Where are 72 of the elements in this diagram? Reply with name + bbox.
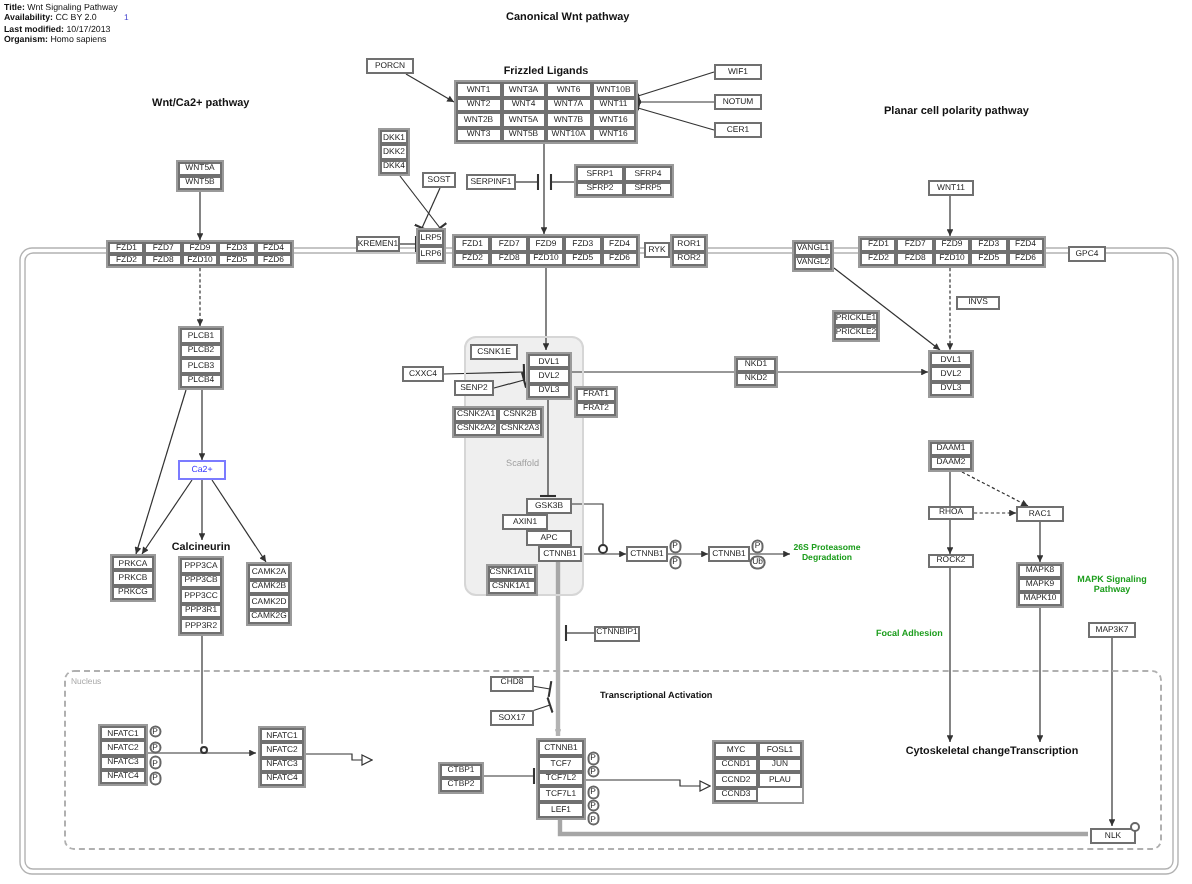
dashed-arrow <box>196 267 204 327</box>
arrow <box>554 560 562 736</box>
inhibition-line <box>634 99 715 131</box>
inhibition-line <box>515 172 540 192</box>
gene-group <box>574 164 674 198</box>
gene-group <box>98 724 148 786</box>
arrow <box>1108 637 1116 827</box>
inhibition-line <box>443 362 526 382</box>
connector-line <box>569 503 604 545</box>
gene-group <box>438 762 484 794</box>
gene-group <box>574 386 618 418</box>
gene-group <box>110 554 156 602</box>
inhibition-line <box>531 680 553 698</box>
gene-group <box>178 326 224 390</box>
gene-group <box>928 350 974 398</box>
inhibition-line <box>549 172 575 192</box>
arrow <box>833 267 941 351</box>
dashed-arrow <box>973 509 1017 517</box>
gene-group <box>246 562 292 626</box>
hollow-arrow <box>303 753 373 766</box>
arrow <box>141 479 193 555</box>
dashed-arrow <box>946 267 954 351</box>
arrow <box>405 73 455 103</box>
arrow <box>1036 521 1044 563</box>
arrow <box>145 749 257 757</box>
gene-group <box>734 356 778 388</box>
gene-group <box>176 160 224 192</box>
arrow <box>749 550 791 558</box>
arrow <box>542 267 550 351</box>
inhibition-line <box>634 71 715 105</box>
arrow <box>196 191 204 241</box>
arrow <box>1036 607 1044 743</box>
arrow <box>198 479 206 541</box>
gene-group <box>452 406 544 438</box>
arrow <box>946 567 954 743</box>
gene-group <box>526 352 572 400</box>
arrow <box>946 195 954 237</box>
dashed-arrow <box>961 471 1029 507</box>
gene-group <box>928 440 974 472</box>
arrow <box>667 550 709 558</box>
gene-group <box>670 234 708 268</box>
connector-line <box>201 635 203 745</box>
inhibition-line <box>531 696 554 714</box>
inhibition-line <box>399 234 418 254</box>
arrow <box>540 143 548 235</box>
inhibition-line <box>481 766 536 786</box>
gene-group <box>452 234 640 268</box>
inhibition-line <box>538 397 558 498</box>
gene-group <box>712 740 804 804</box>
inhibition-line <box>399 175 448 234</box>
gene-group <box>378 128 410 176</box>
arrow <box>198 389 206 461</box>
gene-group <box>485 564 537 596</box>
gene-group <box>792 240 834 272</box>
arrow <box>134 389 187 555</box>
inhibition-line <box>413 187 441 233</box>
nucleus-region <box>64 670 1162 850</box>
gene-group <box>416 228 446 264</box>
arrow <box>777 368 929 376</box>
arrow <box>579 550 627 558</box>
connector-line <box>949 471 951 507</box>
arrow <box>946 519 954 555</box>
arrow <box>211 479 267 563</box>
inhibition-line <box>493 371 528 389</box>
inhibition-line <box>564 623 595 643</box>
gene-group <box>536 738 586 820</box>
hollow-arrow <box>583 779 711 792</box>
gene-group <box>258 726 306 788</box>
gene-group <box>106 240 294 268</box>
gene-group <box>1016 562 1064 608</box>
gene-group <box>832 310 880 342</box>
gene-group <box>858 236 1046 268</box>
